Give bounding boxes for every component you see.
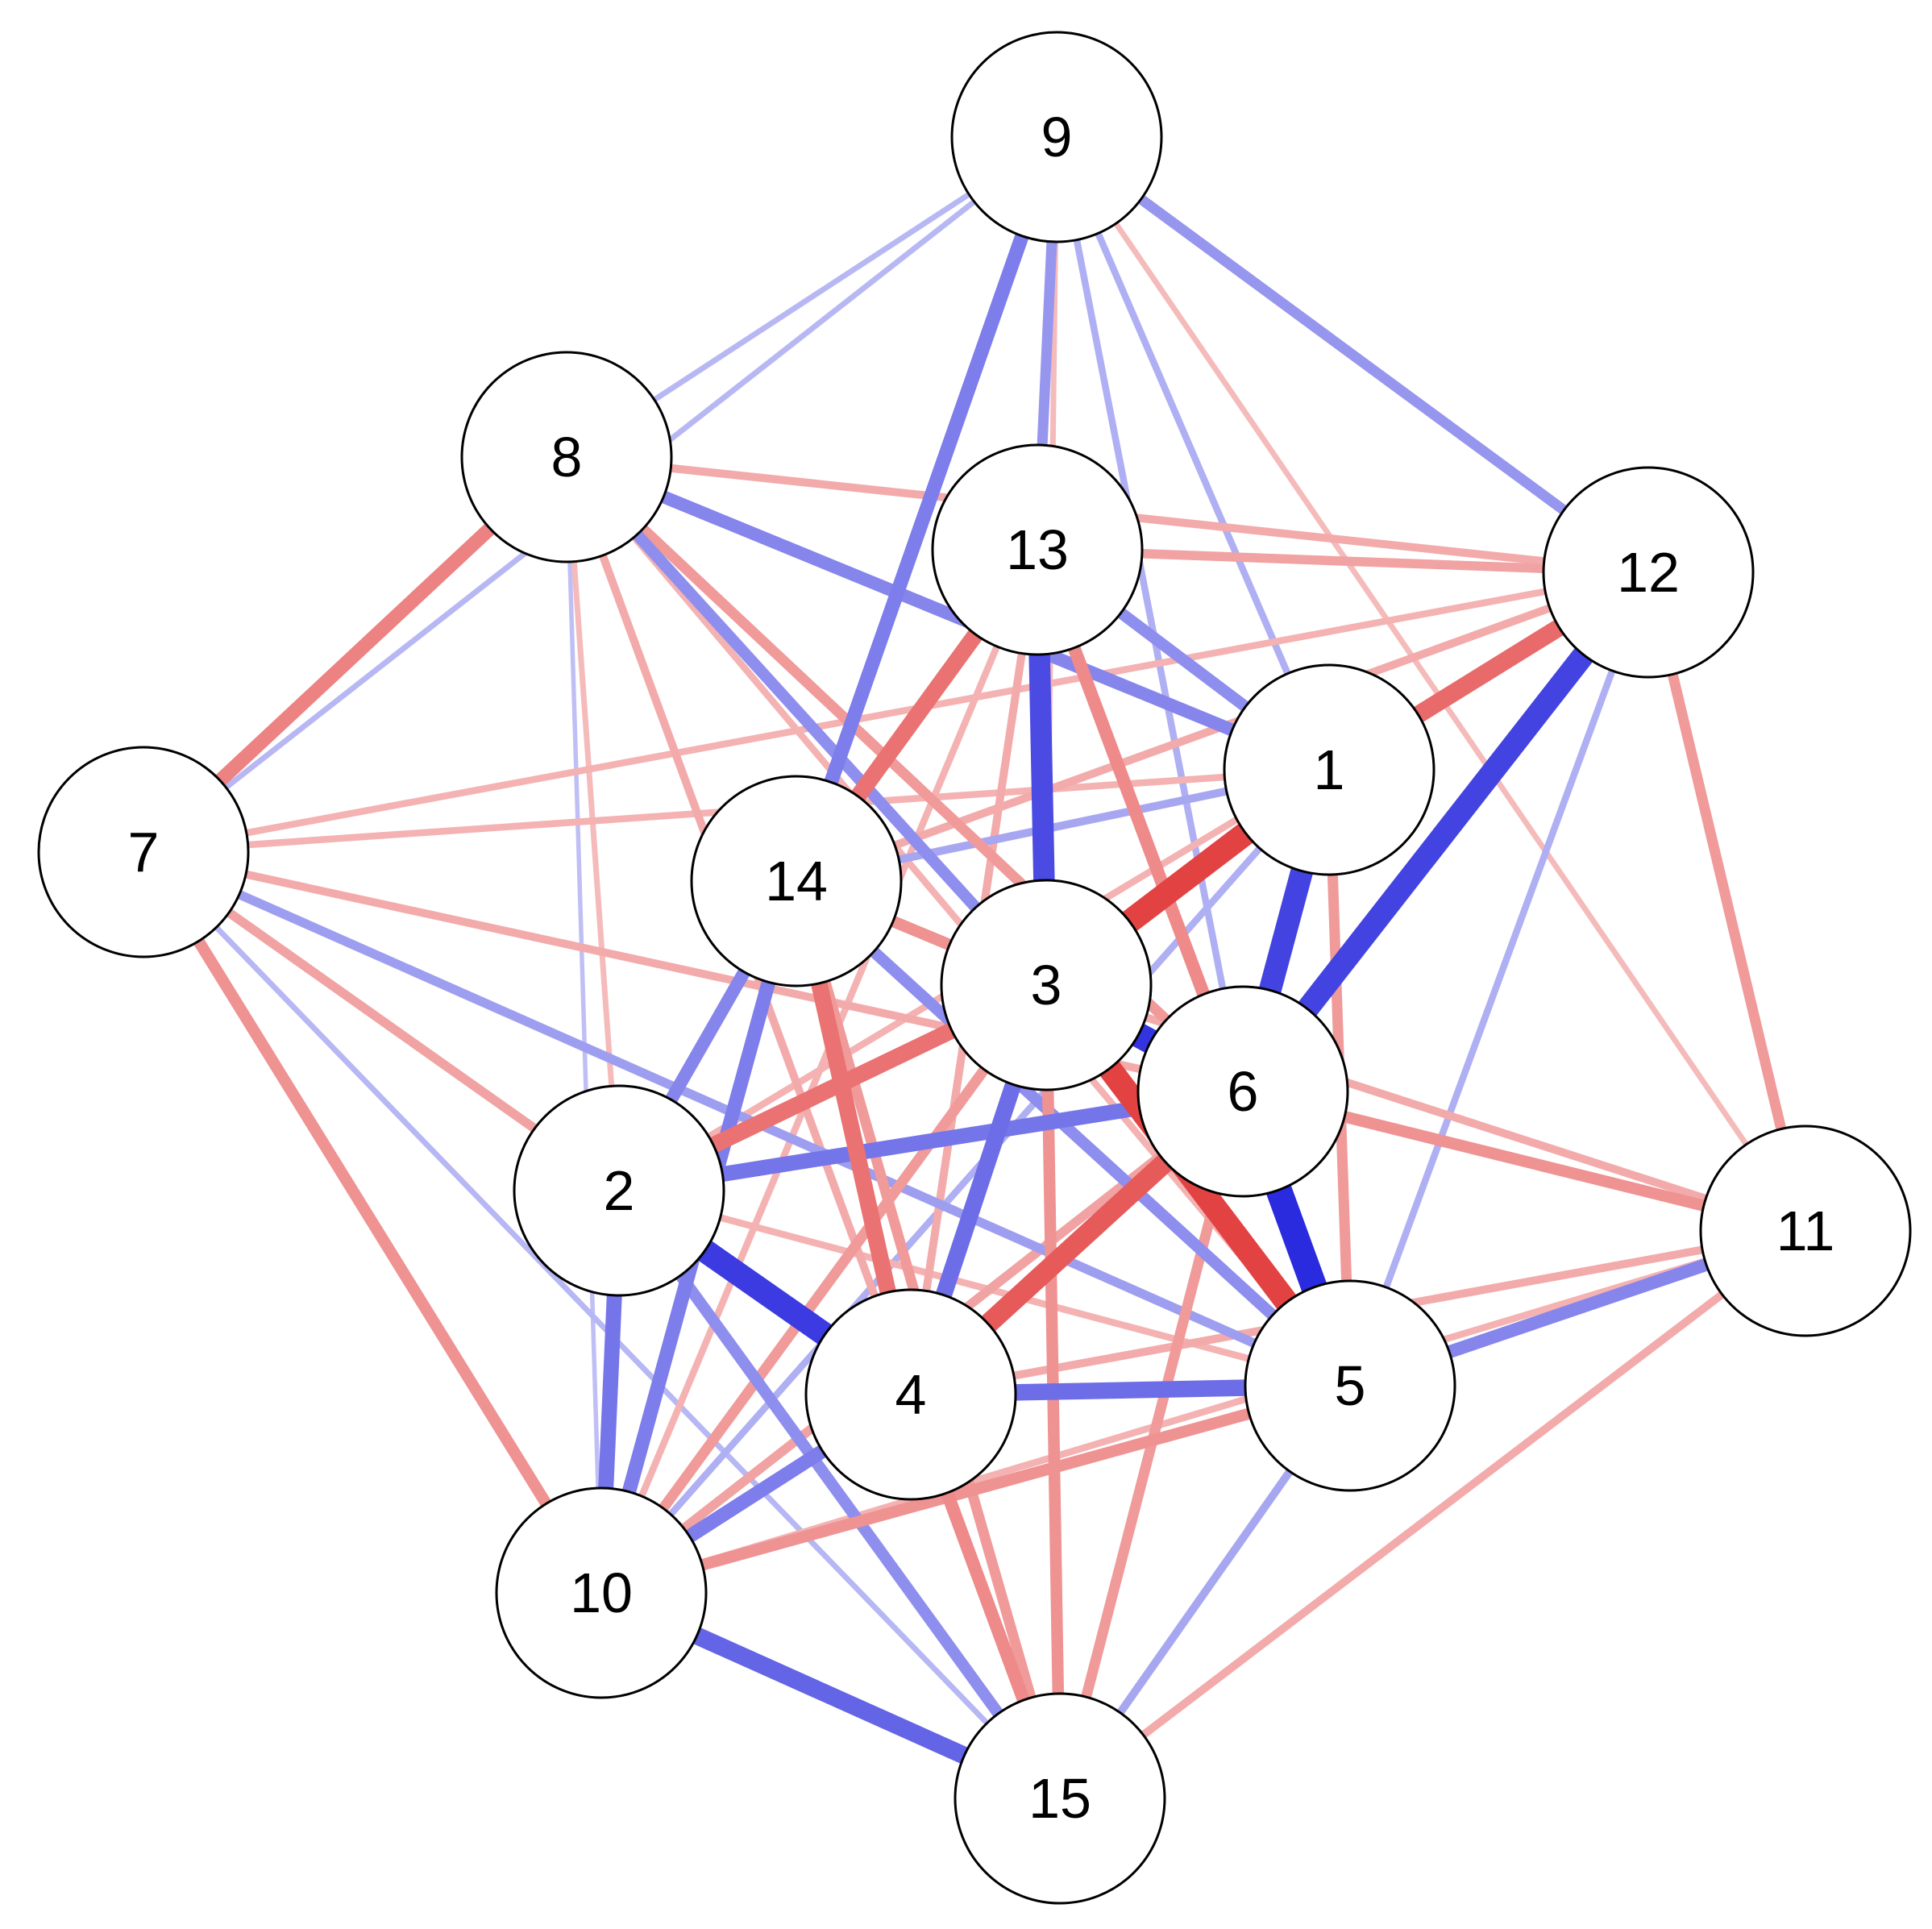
node-circle (513, 1084, 725, 1297)
edge-12-6 (1233, 565, 1658, 1099)
node-label: 1 (1314, 738, 1345, 801)
edge-1-10 (598, 767, 1332, 1595)
edge-9-14 (789, 135, 1064, 883)
node-14: 14 (690, 775, 903, 987)
node-label: 13 (1006, 518, 1069, 581)
node-circle (1699, 1125, 1912, 1337)
node-12: 12 (1542, 466, 1755, 679)
edge-2-15 (614, 1187, 1065, 1802)
node-5: 5 (1244, 1279, 1456, 1492)
node-circle (954, 1692, 1166, 1905)
node-circle (1244, 1279, 1456, 1492)
edge-11-15 (1057, 1228, 1809, 1802)
edge-8-10 (564, 456, 604, 1594)
edge-12-7 (143, 568, 1649, 856)
node-label: 15 (1028, 1767, 1091, 1830)
node-label: 7 (128, 821, 160, 883)
node-circle (940, 879, 1153, 1091)
node-label: 2 (604, 1159, 635, 1222)
node-4: 4 (804, 1288, 1017, 1501)
edge-8-1 (563, 451, 1332, 776)
edge-9-6 (1053, 136, 1247, 1092)
node-7: 7 (37, 746, 250, 958)
node-1: 1 (1223, 663, 1435, 876)
node-circle (1223, 663, 1435, 876)
edge-9-1 (1053, 135, 1332, 771)
edge-14-5 (792, 876, 1354, 1391)
node-circle (690, 775, 903, 987)
node-6: 6 (1136, 985, 1349, 1198)
node-label: 4 (895, 1363, 927, 1426)
edge-5-10 (600, 1380, 1352, 1598)
node-label: 6 (1228, 1060, 1259, 1123)
node-10: 10 (495, 1486, 708, 1699)
edge-7-15 (141, 850, 1062, 1801)
edge-8-3 (562, 453, 1051, 989)
node-circle (460, 351, 673, 563)
edge-7-10 (138, 849, 607, 1596)
node-label: 9 (1041, 106, 1073, 168)
edge-12-5 (1347, 571, 1652, 1387)
node-label: 3 (1031, 954, 1062, 1016)
node-label: 12 (1617, 541, 1680, 604)
edge-3-10 (596, 982, 1051, 1596)
edge-7-5 (141, 847, 1352, 1391)
node-circle (495, 1486, 708, 1699)
node-circle (37, 746, 250, 958)
node-circle (1542, 466, 1755, 679)
node-2: 2 (513, 1084, 725, 1297)
node-circle (950, 31, 1163, 243)
edge-12-11 (1643, 571, 1811, 1233)
node-13: 13 (931, 443, 1144, 656)
node-label: 11 (1776, 1199, 1835, 1262)
node-9: 9 (950, 31, 1163, 243)
node-label: 10 (570, 1561, 633, 1624)
node-3: 3 (940, 879, 1153, 1091)
node-circle (1136, 985, 1349, 1198)
node-label: 14 (765, 850, 828, 913)
edge-9-12 (1053, 132, 1652, 577)
node-circle (931, 443, 1144, 656)
node-11: 11 (1699, 1125, 1912, 1337)
node-8: 8 (460, 351, 673, 563)
edge-9-11 (1054, 135, 1808, 1233)
node-15: 15 (954, 1692, 1166, 1905)
node-label: 8 (551, 426, 583, 488)
node-label: 5 (1335, 1354, 1366, 1417)
node-circle (804, 1288, 1017, 1501)
